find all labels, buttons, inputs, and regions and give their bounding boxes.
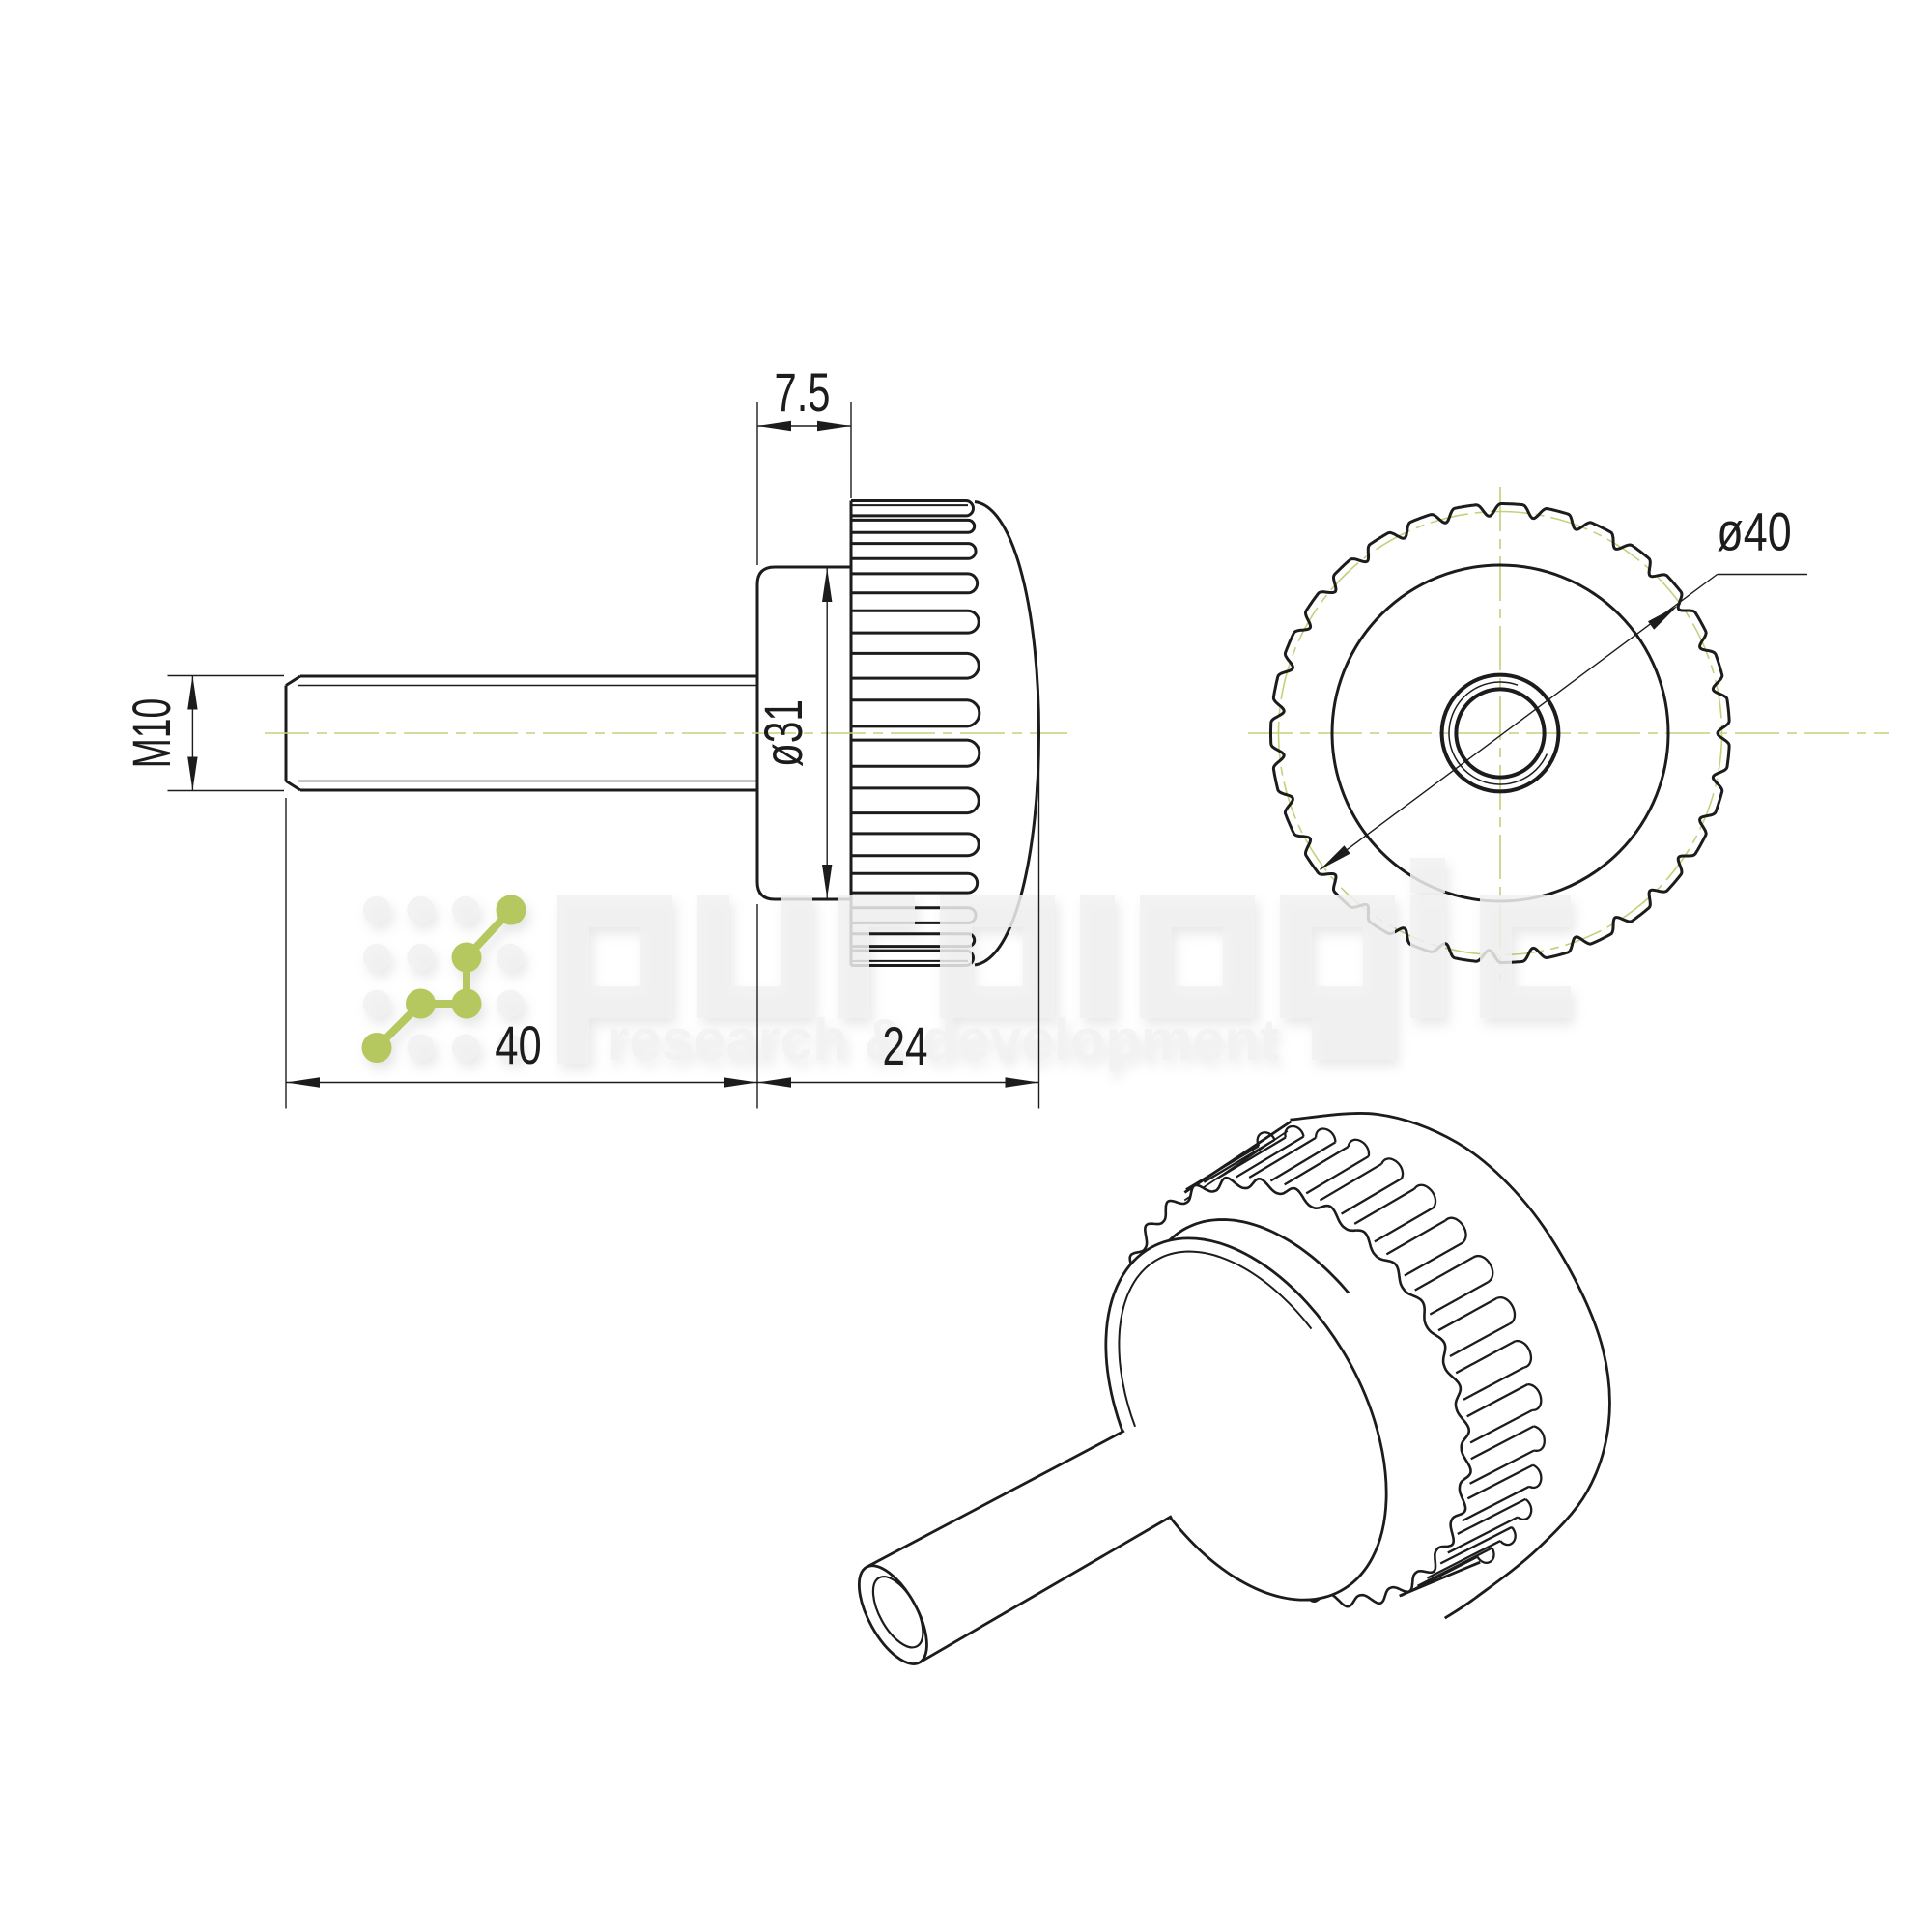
svg-text:24: 24 (883, 1016, 928, 1076)
svg-text:research & development: research & development (607, 1008, 1279, 1072)
svg-text:M10: M10 (122, 698, 182, 769)
svg-text:ø31: ø31 (753, 699, 813, 767)
svg-text:ø40: ø40 (1717, 502, 1791, 562)
svg-text:7.5: 7.5 (775, 362, 831, 422)
svg-text:40: 40 (495, 1015, 542, 1075)
